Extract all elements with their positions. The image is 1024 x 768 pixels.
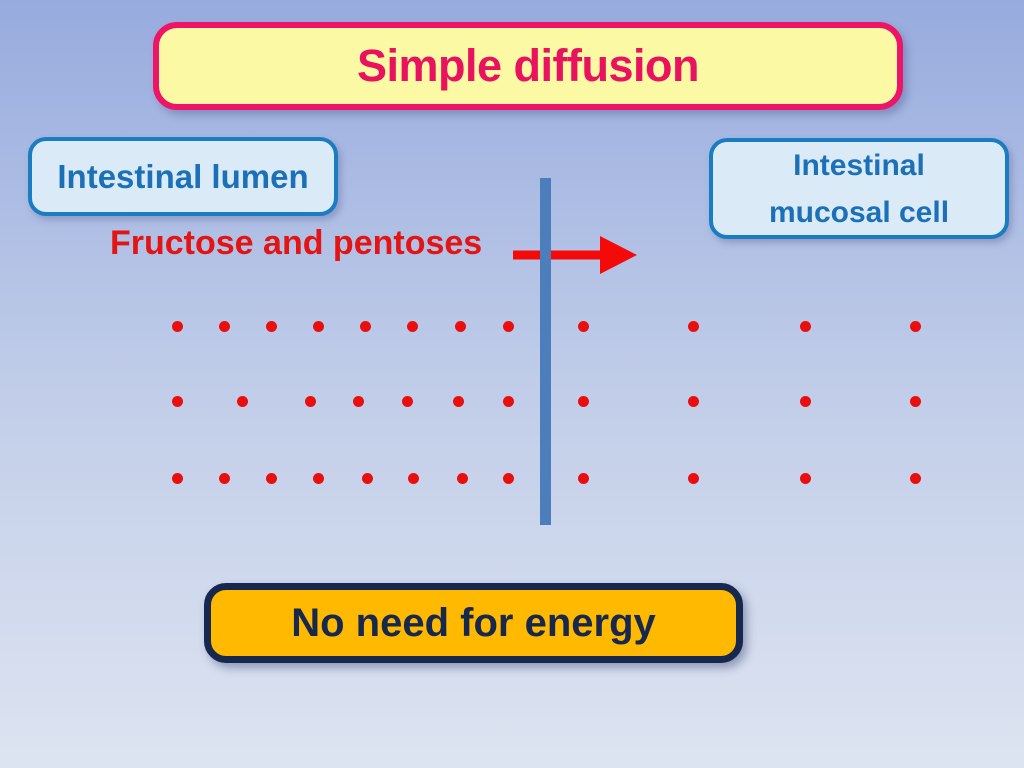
membrane-line bbox=[540, 178, 551, 525]
molecule-dot bbox=[304, 395, 316, 407]
energy-box: No need for energy bbox=[204, 583, 743, 663]
molecule-dot bbox=[502, 395, 514, 407]
energy-note-text: No need for energy bbox=[291, 600, 656, 645]
molecule-dot bbox=[909, 395, 921, 407]
molecule-dot bbox=[577, 395, 589, 407]
molecule-dot bbox=[577, 320, 589, 332]
molecule-dot bbox=[218, 472, 230, 484]
molecule-dot bbox=[687, 395, 699, 407]
molecule-dot bbox=[577, 472, 589, 484]
intestinal-mucosal-cell-label: Intestinal mucosal cell bbox=[709, 138, 1009, 239]
molecule-dot bbox=[401, 395, 413, 407]
intestinal-lumen-text: Intestinal lumen bbox=[57, 157, 309, 195]
molecule-dot bbox=[361, 472, 373, 484]
molecule-dot bbox=[452, 395, 464, 407]
diffusion-arrow-icon bbox=[513, 236, 637, 274]
molecule-dot bbox=[312, 472, 324, 484]
molecule-dot bbox=[352, 395, 364, 407]
molecule-dot bbox=[909, 472, 921, 484]
molecule-dot bbox=[456, 472, 468, 484]
molecule-dot bbox=[312, 320, 324, 332]
molecule-dot bbox=[502, 320, 514, 332]
molecule-dot bbox=[909, 320, 921, 332]
slide-title: Simple diffusion bbox=[356, 40, 700, 91]
intestinal-lumen-label: Intestinal lumen bbox=[28, 137, 338, 216]
molecule-dot bbox=[171, 395, 183, 407]
title-box: Simple diffusion bbox=[153, 22, 903, 110]
molecule-dot bbox=[265, 472, 277, 484]
molecule-dot bbox=[454, 320, 466, 332]
molecule-dot bbox=[407, 472, 419, 484]
intestinal-mucosal-cell-text-line2: mucosal cell bbox=[768, 195, 950, 229]
molecule-dot bbox=[236, 395, 248, 407]
molecule-dot bbox=[799, 320, 811, 332]
molecule-dot bbox=[502, 472, 514, 484]
molecule-dot bbox=[799, 472, 811, 484]
molecule-dot bbox=[799, 395, 811, 407]
molecule-dot bbox=[687, 472, 699, 484]
molecule-dot bbox=[406, 320, 418, 332]
molecule-dot bbox=[171, 320, 183, 332]
substrate-label: Fructose and pentoses bbox=[110, 224, 483, 262]
intestinal-mucosal-cell-text-line1: Intestinal bbox=[793, 148, 925, 182]
molecule-dot bbox=[171, 472, 183, 484]
molecule-dot bbox=[265, 320, 277, 332]
molecule-dot bbox=[687, 320, 699, 332]
molecule-dot bbox=[218, 320, 230, 332]
molecule-dot bbox=[359, 320, 371, 332]
